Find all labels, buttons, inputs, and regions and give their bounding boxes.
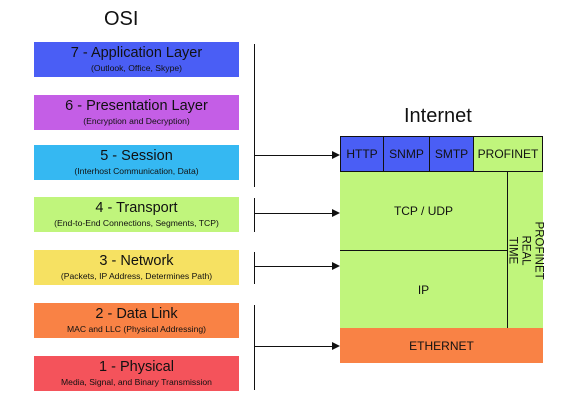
bracket-transport-line: [254, 198, 255, 232]
layer-desc: (Interhost Communication, Data): [74, 166, 199, 176]
layer-desc: (Encryption and Decryption): [83, 116, 190, 126]
layer-desc: Media, Signal, and Binary Transmission: [61, 377, 212, 387]
osi-layer-5: 5 - Session (Interhost Communication, Da…: [34, 145, 239, 180]
profinet-realtime-cell: PROFINET REAL TIME: [506, 171, 545, 329]
internet-title: Internet: [404, 105, 472, 127]
arrow-transport-head: [332, 209, 340, 217]
layer-name: 3 - Network: [99, 253, 174, 269]
osi-layer-3: 3 - Network (Packets, IP Address, Determ…: [34, 250, 239, 285]
layer-desc: (Outlook, Office, Skype): [90, 63, 183, 73]
osi-layer-1: 1 - Physical Media, Signal, and Binary T…: [34, 356, 239, 391]
tcp-udp-cell: TCP / UDP: [340, 171, 508, 251]
http-cell: HTTP: [340, 136, 384, 172]
layer-name: 5 - Session: [100, 148, 173, 164]
layer-desc: (Packets, IP Address, Determines Path): [60, 271, 213, 281]
arrow-network-line: [254, 266, 332, 267]
osi-title: OSI: [104, 8, 139, 30]
smtp-cell: SMTP: [429, 136, 474, 172]
osi-layer-2: 2 - Data Link MAC and LLC (Physical Addr…: [34, 303, 239, 338]
arrow-network-head: [332, 262, 340, 270]
layer-name: 4 - Transport: [95, 200, 178, 216]
snmp-cell: SNMP: [383, 136, 430, 172]
bracket-link-line: [254, 305, 255, 390]
ethernet-cell: ETHERNET: [340, 328, 543, 363]
arrow-application-head: [332, 151, 340, 159]
profinet-cell: PROFINET: [473, 136, 543, 172]
profinet-realtime-label: PROFINET REAL TIME: [506, 221, 545, 280]
layer-name: 7 - Application Layer: [70, 45, 203, 61]
layer-desc: MAC and LLC (Physical Addressing): [67, 324, 206, 334]
layer-name: 2 - Data Link: [95, 306, 178, 322]
ip-cell: IP: [340, 250, 508, 329]
layer-desc: (End-to-End Connections, Segments, TCP): [54, 218, 219, 228]
layer-name: 1 - Physical: [99, 359, 174, 375]
osi-layer-4: 4 - Transport (End-to-End Connections, S…: [34, 197, 239, 232]
arrow-link-line: [254, 346, 332, 347]
arrow-transport-line: [254, 213, 332, 214]
osi-layer-6: 6 - Presentation Layer (Encryption and D…: [34, 95, 239, 130]
bracket-application-line: [254, 44, 255, 187]
bracket-network-line: [254, 252, 255, 284]
arrow-link-head: [332, 342, 340, 350]
arrow-application-line: [254, 155, 332, 156]
osi-layer-7: 7 - Application Layer (Outlook, Office, …: [34, 42, 239, 77]
layer-name: 6 - Presentation Layer: [65, 98, 208, 114]
